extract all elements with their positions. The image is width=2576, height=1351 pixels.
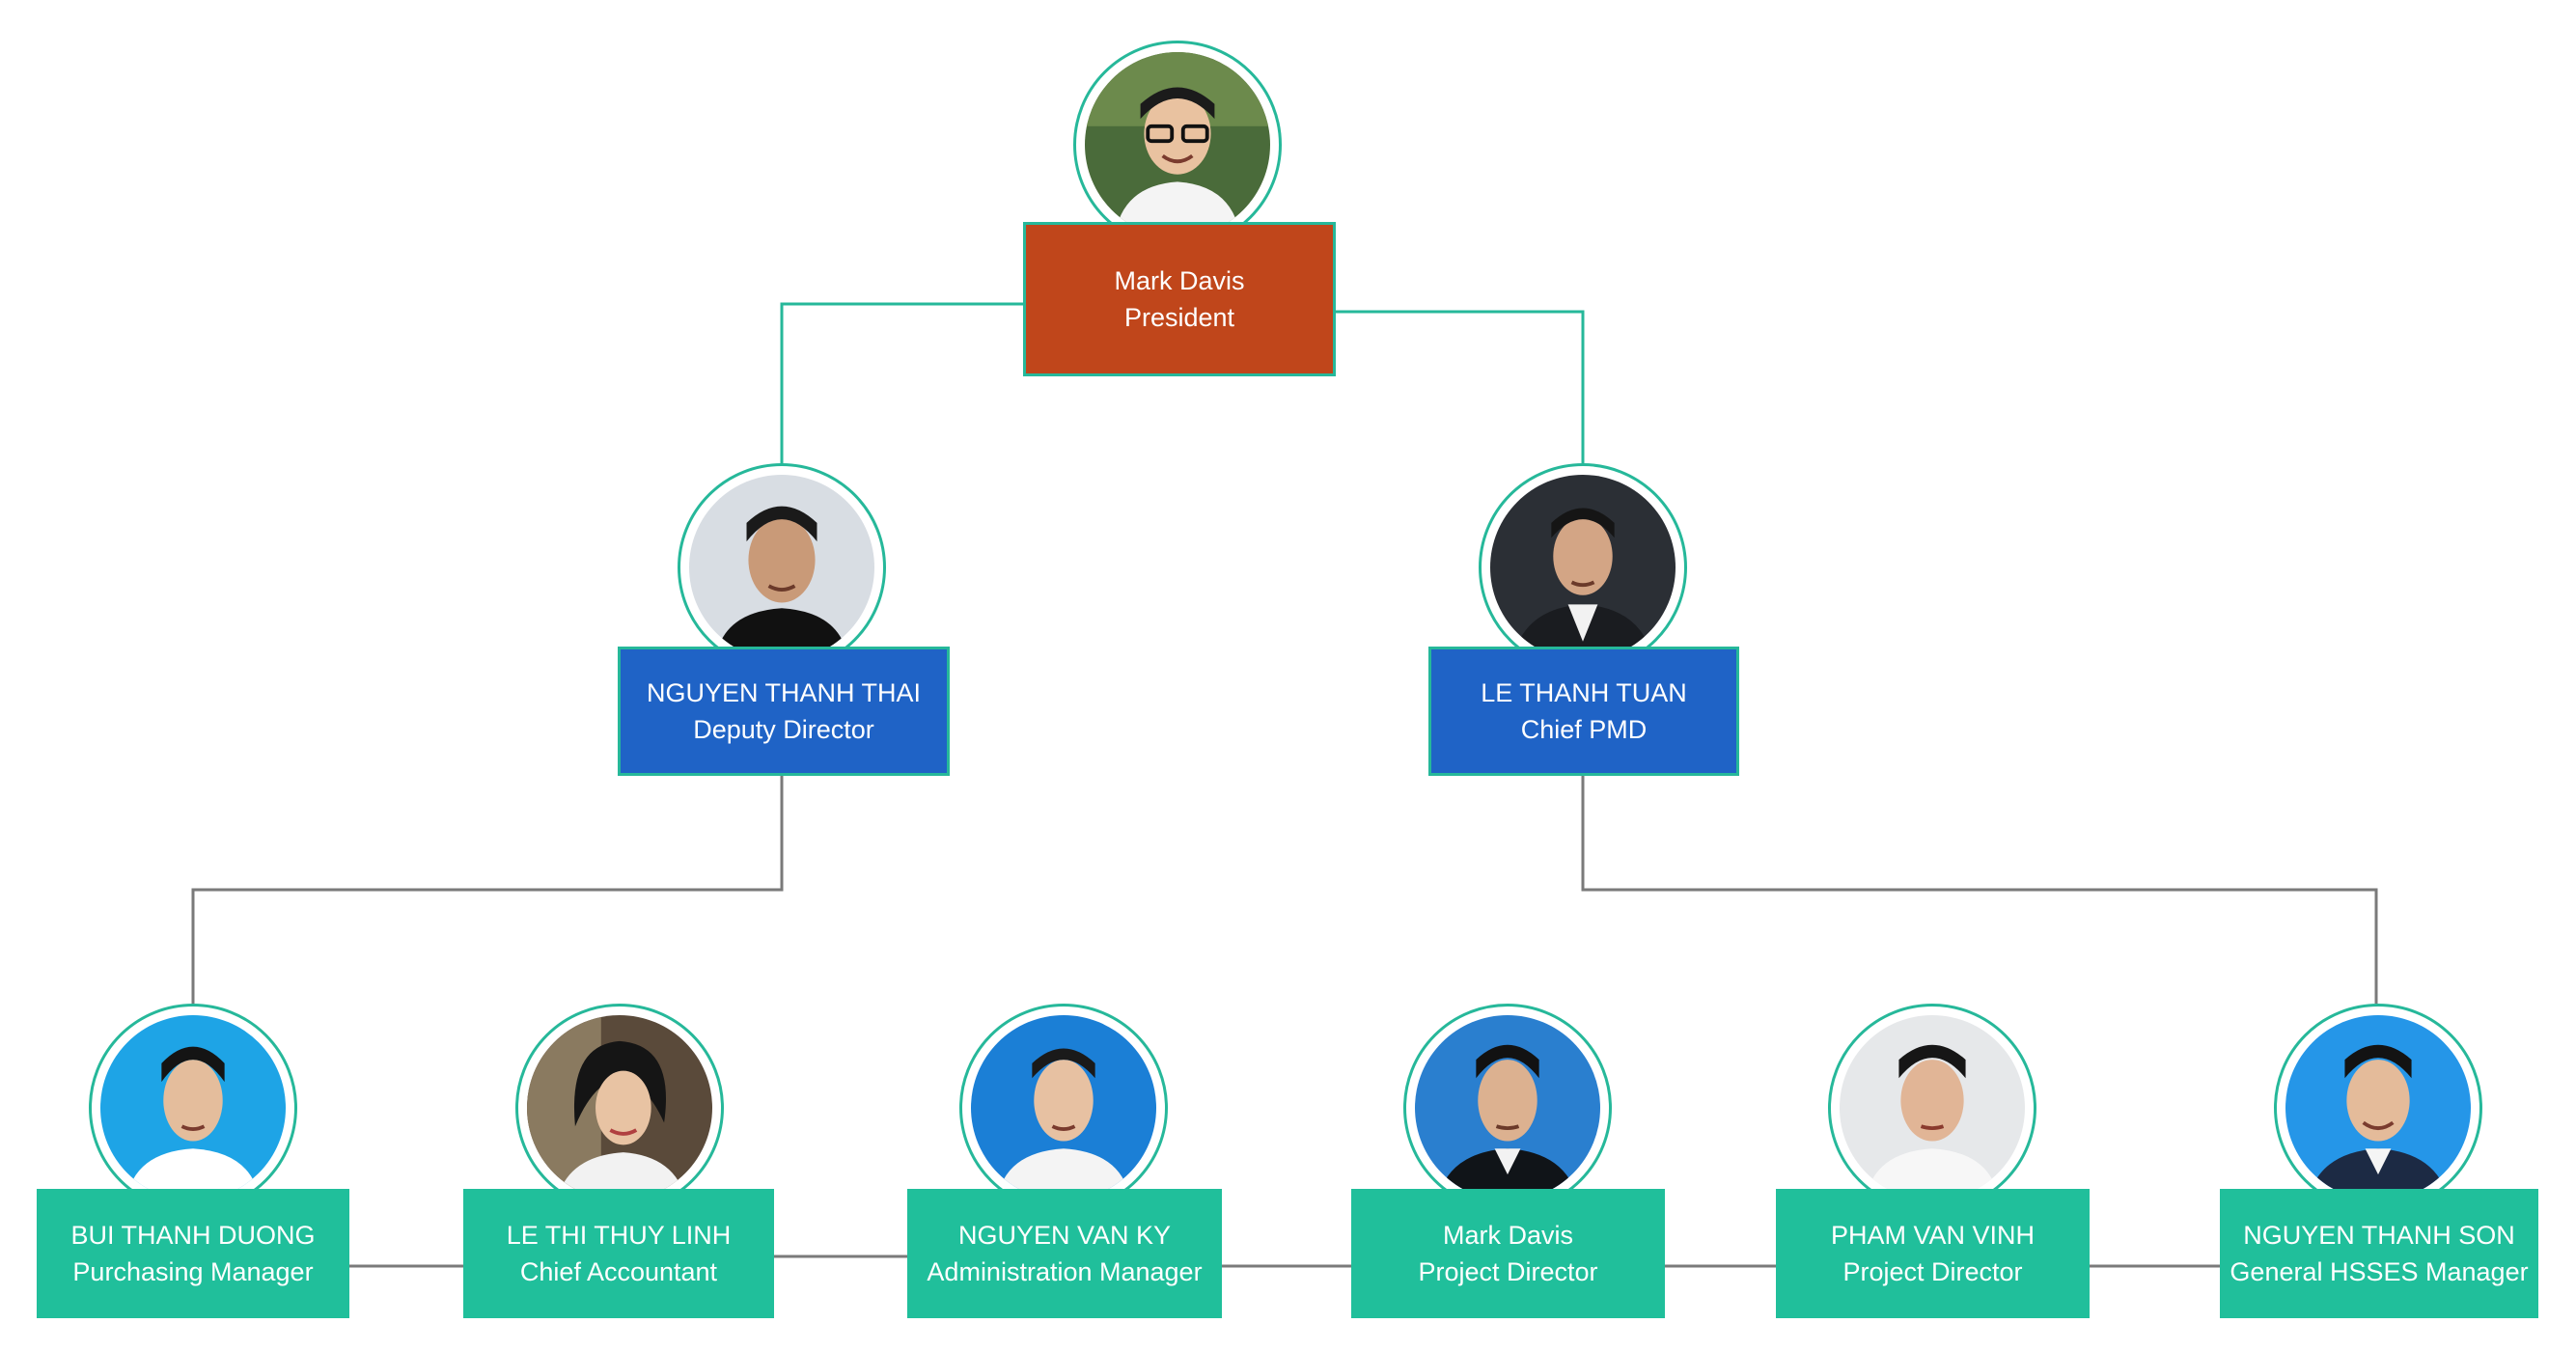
person-photo-icon (2274, 1004, 2482, 1212)
person-photo-icon (1403, 1004, 1612, 1212)
manager-box: LE THI THUY LINH Chief Accountant (463, 1189, 774, 1318)
president-name: Mark Davis (1114, 266, 1245, 295)
president-box: Mark Davis President (1023, 222, 1336, 376)
manager-name: Mark Davis (1442, 1221, 1573, 1250)
manager-title: Project Director (1418, 1257, 1598, 1286)
chief-pmd-name: LE THANH TUAN (1481, 678, 1687, 707)
manager-title: General HSSES Manager (2230, 1257, 2529, 1286)
manager-name: NGUYEN THANH SON (2243, 1221, 2515, 1250)
chief-pmd-title: Chief PMD (1520, 715, 1648, 744)
person-photo-icon (1828, 1004, 2036, 1212)
connector-president-chief-pmd (1334, 310, 1585, 463)
person-photo-icon (1479, 463, 1687, 672)
president-title: President (1123, 303, 1235, 332)
manager-box: PHAM VAN VINH Project Director (1776, 1189, 2090, 1318)
manager-name: LE THI THUY LINH (506, 1221, 732, 1250)
manager-box: NGUYEN THANH SON General HSSES Manager (2220, 1189, 2538, 1318)
connector-chief-pmd-manager (1581, 774, 2378, 1004)
manager-box: NGUYEN VAN KY Administration Manager (907, 1189, 1222, 1318)
deputy-name: NGUYEN THANH THAI (646, 678, 922, 707)
manager-title: Purchasing Manager (72, 1257, 314, 1286)
manager-title: Chief Accountant (519, 1257, 718, 1286)
manager-box: Mark Davis Project Director (1351, 1189, 1665, 1318)
person-photo-icon (89, 1004, 297, 1212)
manager-name: BUI THANH DUONG (70, 1221, 316, 1250)
person-photo-icon (1073, 41, 1282, 249)
deputy-director-box: NGUYEN THANH THAI Deputy Director (618, 647, 950, 776)
connector-deputy-manager (191, 774, 784, 1004)
manager-box: BUI THANH DUONG Purchasing Manager (37, 1189, 349, 1318)
person-photo-icon (515, 1004, 724, 1212)
deputy-title: Deputy Director (693, 715, 874, 744)
connector-president-deputy (780, 302, 1025, 463)
chief-pmd-box: LE THANH TUAN Chief PMD (1428, 647, 1739, 776)
manager-title: Administration Manager (927, 1257, 1203, 1286)
manager-name: NGUYEN VAN KY (957, 1221, 1172, 1250)
person-photo-icon (678, 463, 886, 672)
manager-name: PHAM VAN VINH (1830, 1221, 2036, 1250)
person-photo-icon (959, 1004, 1168, 1212)
manager-title: Project Director (1842, 1257, 2023, 1286)
